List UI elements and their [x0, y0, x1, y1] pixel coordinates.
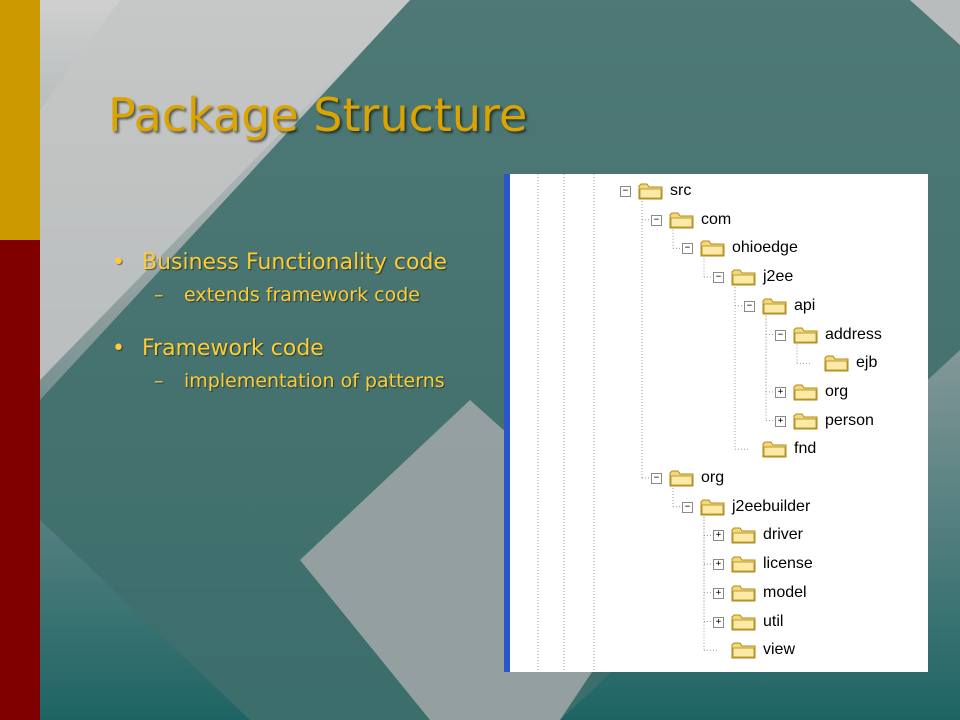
tree-node-label: fnd	[794, 440, 817, 458]
red-accent-bar	[0, 240, 40, 720]
collapse-icon[interactable]: −	[651, 214, 662, 226]
collapse-icon[interactable]: −	[775, 329, 786, 341]
bullet-text: Framework code	[142, 336, 324, 361]
tree-node[interactable]: − j2eebuilder	[682, 496, 811, 518]
bullet-dot: •	[112, 250, 125, 275]
folder-icon	[731, 614, 756, 630]
bullet-item: • Business Functionality code	[108, 246, 488, 280]
tree-node-label: address	[825, 325, 882, 343]
folder-icon	[669, 212, 694, 229]
tree-node[interactable]: + person	[775, 410, 874, 432]
folder-tree-screenshot: − src − com − ohioedge − j2ee − api − address ejb + or…	[504, 174, 928, 672]
sub-bullet-dash: –	[154, 284, 164, 306]
folder-icon	[762, 298, 787, 315]
folder-icon	[638, 183, 663, 200]
tree-node[interactable]: − address	[775, 324, 882, 346]
sub-bullet-dash: –	[154, 370, 164, 392]
sub-bullet-text: extends framework code	[184, 284, 420, 306]
bullet-item: • Framework code	[108, 332, 488, 366]
tree-node-label: util	[763, 612, 784, 630]
tree-node[interactable]: + driver	[713, 524, 804, 546]
folder-icon	[700, 240, 725, 257]
folder-icon	[793, 384, 818, 401]
tree-node-label: org	[701, 469, 725, 486]
tree-node-label: com	[701, 210, 732, 228]
collapse-icon[interactable]: −	[682, 501, 693, 513]
tree-node[interactable]: − org	[651, 467, 725, 489]
tree-window-edge	[504, 174, 510, 672]
collapse-icon[interactable]: −	[651, 473, 662, 484]
bullet-list: • Business Functionality code – extends …	[108, 246, 488, 418]
tree-node[interactable]: view	[717, 639, 795, 661]
bullet-text: Business Functionality code	[142, 250, 447, 275]
folder-icon	[824, 355, 849, 372]
tree-node[interactable]: − com	[651, 209, 732, 231]
tree-node[interactable]: + org	[775, 381, 849, 403]
tree-node-label: ohioedge	[732, 239, 798, 257]
folder-icon	[669, 470, 694, 487]
tree-node-label: api	[794, 296, 816, 314]
collapse-icon[interactable]: −	[713, 272, 724, 284]
tree-node[interactable]: + license	[713, 553, 813, 575]
sub-bullet-item: – extends framework code	[108, 280, 488, 310]
sub-bullet-text: implementation of patterns	[184, 370, 445, 392]
tree-node[interactable]: − api	[744, 295, 816, 317]
tree-node-label: license	[763, 555, 813, 573]
sub-bullet-item: – implementation of patterns	[108, 366, 488, 396]
tree-node[interactable]: − ohioedge	[682, 237, 798, 259]
tree-node-label: src	[670, 182, 692, 199]
tree-node-label: ejb	[856, 354, 878, 372]
expand-icon[interactable]: +	[713, 587, 724, 599]
folder-icon	[731, 585, 756, 602]
collapse-icon[interactable]: −	[620, 186, 631, 197]
folder-icon	[793, 413, 818, 430]
tree-node[interactable]: fnd	[748, 438, 816, 460]
tree-node-label: org	[825, 382, 849, 400]
tree-node[interactable]: + util	[713, 611, 784, 633]
gold-accent-bar	[0, 0, 40, 240]
tree-node-label: person	[825, 411, 874, 429]
folder-icon	[731, 527, 756, 544]
tree-node-label: model	[763, 583, 807, 601]
folder-icon	[731, 556, 756, 573]
expand-icon[interactable]: +	[713, 559, 724, 571]
tree-node[interactable]: ejb	[810, 352, 877, 374]
tree-node-label: view	[763, 641, 796, 659]
tree-node[interactable]: − j2ee	[713, 266, 794, 288]
folder-icon	[731, 642, 756, 659]
tree-node-label: j2ee	[763, 268, 794, 286]
expand-icon[interactable]: +	[775, 386, 786, 398]
expand-icon[interactable]: +	[775, 415, 786, 427]
folder-icon	[762, 441, 787, 458]
expand-icon[interactable]: +	[713, 616, 724, 628]
tree-node-label: driver	[763, 526, 804, 544]
folder-icon	[793, 327, 818, 343]
tree-node[interactable]: − src	[620, 180, 692, 202]
slide-title: Package Structure	[108, 88, 528, 142]
collapse-icon[interactable]: −	[744, 300, 755, 312]
tree-node[interactable]: + model	[713, 582, 807, 604]
collapse-icon[interactable]: −	[682, 243, 693, 255]
tree-node-label: j2eebuilder	[732, 497, 811, 515]
folder-icon	[731, 269, 756, 286]
folder-icon	[700, 499, 725, 516]
bullet-dot: •	[112, 336, 125, 361]
expand-icon[interactable]: +	[713, 530, 724, 542]
